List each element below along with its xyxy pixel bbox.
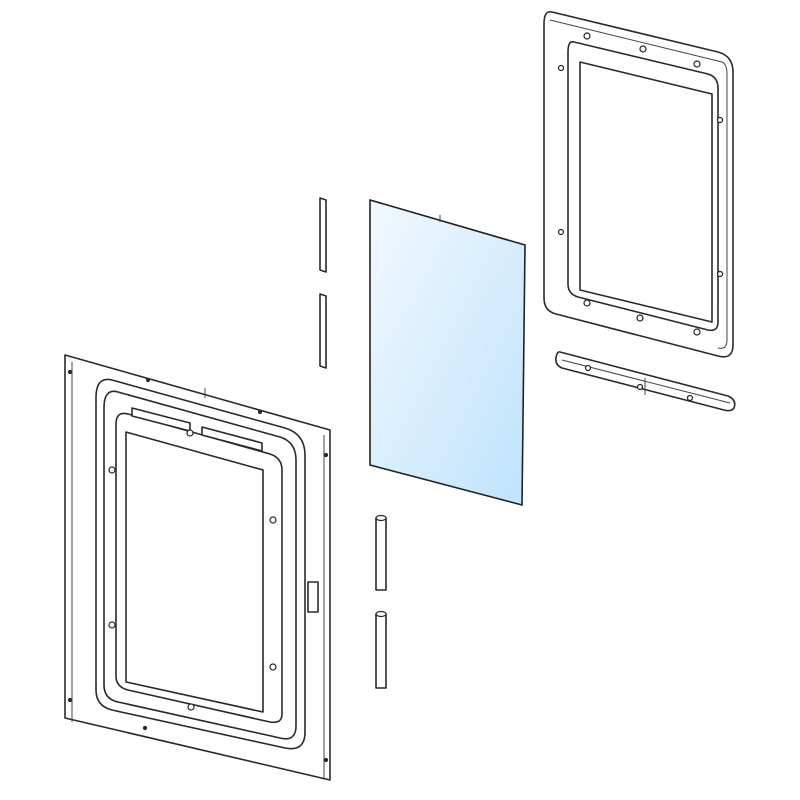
trim-bar-part [555, 351, 736, 412]
glass-pane-part [369, 198, 526, 507]
inner-frame-part [543, 10, 734, 358]
seal-strip-upper [319, 197, 327, 369]
outer-door-frame-part [64, 354, 331, 781]
rod-parts [375, 514, 387, 689]
